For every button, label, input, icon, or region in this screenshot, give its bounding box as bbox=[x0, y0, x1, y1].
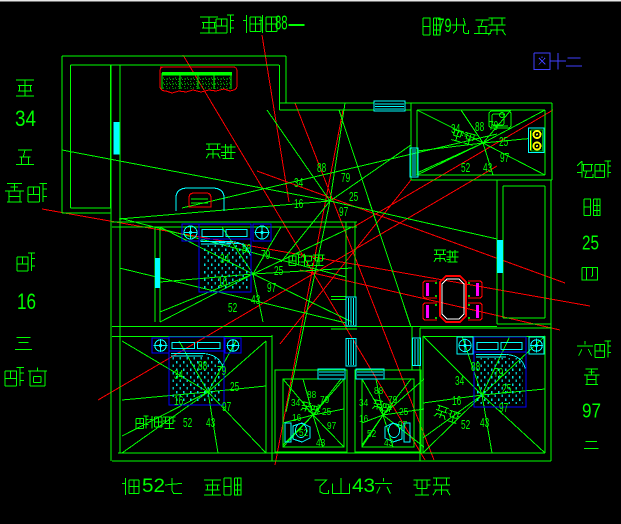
svg-text:43: 43 bbox=[251, 292, 260, 307]
svg-text:88: 88 bbox=[307, 390, 317, 401]
svg-text:79: 79 bbox=[489, 118, 498, 133]
svg-text:34: 34 bbox=[359, 398, 369, 409]
svg-text:52: 52 bbox=[228, 300, 237, 315]
svg-text:16: 16 bbox=[17, 289, 36, 314]
svg-text:88: 88 bbox=[475, 119, 484, 134]
svg-text:34: 34 bbox=[220, 251, 229, 266]
svg-text:43: 43 bbox=[483, 160, 492, 175]
svg-text:43: 43 bbox=[384, 438, 394, 449]
svg-text:97: 97 bbox=[327, 421, 337, 432]
svg-text:25: 25 bbox=[399, 407, 409, 418]
svg-text:34: 34 bbox=[294, 175, 303, 190]
svg-text:88: 88 bbox=[374, 386, 384, 397]
svg-text:34: 34 bbox=[291, 398, 301, 409]
svg-text:25: 25 bbox=[582, 233, 599, 255]
svg-text:52: 52 bbox=[367, 429, 377, 440]
svg-text:25: 25 bbox=[274, 263, 283, 278]
svg-text:97: 97 bbox=[499, 400, 508, 415]
svg-text:52: 52 bbox=[183, 415, 192, 430]
svg-text:79: 79 bbox=[388, 395, 398, 406]
svg-text:97: 97 bbox=[222, 399, 231, 414]
svg-text:88: 88 bbox=[198, 358, 207, 373]
svg-text:88: 88 bbox=[275, 13, 288, 35]
svg-text:52: 52 bbox=[461, 160, 470, 175]
svg-text:79: 79 bbox=[261, 247, 270, 262]
svg-text:16: 16 bbox=[452, 393, 461, 408]
svg-text:43: 43 bbox=[480, 415, 489, 430]
svg-text:97: 97 bbox=[582, 401, 601, 423]
svg-text:25: 25 bbox=[502, 381, 511, 396]
svg-text:16: 16 bbox=[174, 393, 183, 408]
svg-text:52: 52 bbox=[461, 417, 470, 432]
svg-text:97: 97 bbox=[500, 150, 509, 165]
svg-text:79: 79 bbox=[341, 170, 350, 185]
svg-text:52: 52 bbox=[299, 428, 309, 439]
svg-text:34: 34 bbox=[174, 367, 183, 382]
svg-text:25: 25 bbox=[499, 134, 508, 149]
svg-text:34: 34 bbox=[451, 121, 460, 136]
svg-text:34: 34 bbox=[455, 373, 464, 388]
svg-text:79: 79 bbox=[438, 16, 452, 37]
svg-text:88: 88 bbox=[317, 160, 326, 175]
svg-text:79: 79 bbox=[320, 395, 330, 406]
svg-text:43: 43 bbox=[352, 476, 375, 497]
svg-text:88: 88 bbox=[242, 241, 251, 256]
svg-text:97: 97 bbox=[339, 204, 348, 219]
svg-text:25: 25 bbox=[230, 379, 239, 394]
svg-text:97: 97 bbox=[398, 420, 408, 431]
svg-text:43: 43 bbox=[206, 415, 215, 430]
svg-text:88: 88 bbox=[471, 359, 480, 374]
svg-text:16: 16 bbox=[292, 413, 302, 424]
svg-text:97: 97 bbox=[267, 280, 276, 295]
svg-text:25: 25 bbox=[349, 189, 358, 204]
svg-text:25: 25 bbox=[322, 407, 332, 418]
svg-text:16: 16 bbox=[359, 414, 369, 425]
svg-text:16: 16 bbox=[294, 196, 303, 211]
svg-text:79: 79 bbox=[217, 363, 226, 378]
svg-text:43: 43 bbox=[316, 438, 326, 449]
svg-text:79: 79 bbox=[494, 365, 503, 380]
svg-text:16: 16 bbox=[218, 274, 227, 289]
svg-text:52: 52 bbox=[142, 476, 165, 497]
svg-text:34: 34 bbox=[15, 106, 36, 131]
